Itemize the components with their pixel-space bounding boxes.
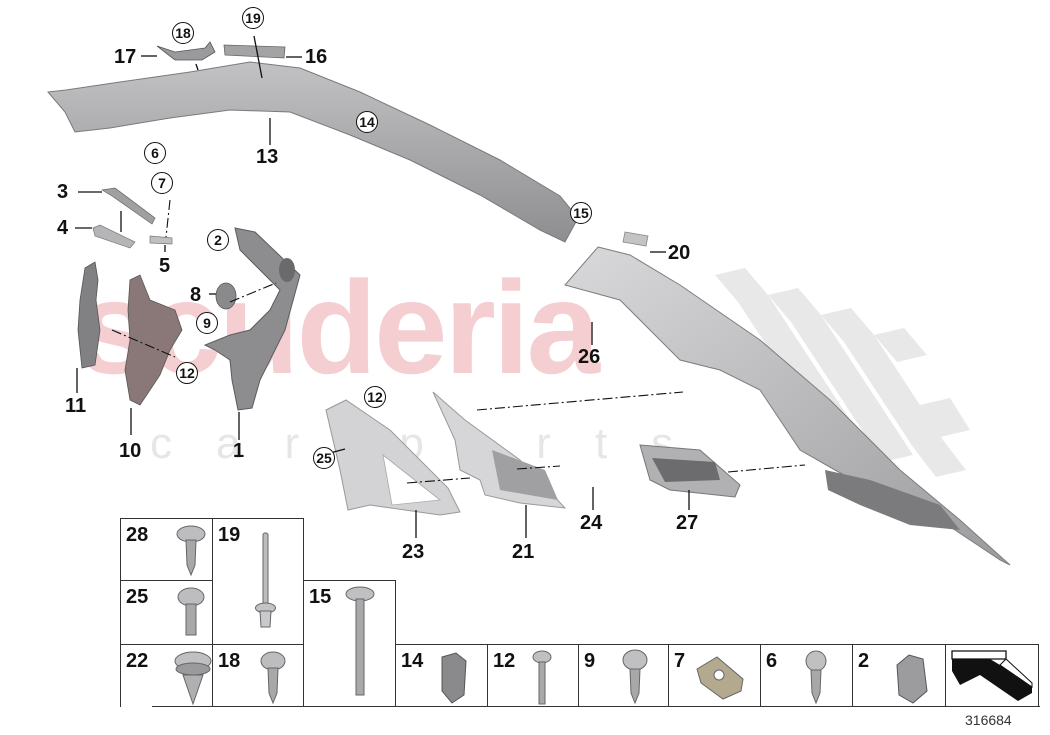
callout-27: 27: [676, 512, 699, 534]
part-5-clip: [149, 235, 173, 245]
long-bolt-icon: [345, 586, 375, 696]
table-cell-28: 28: [120, 518, 213, 581]
cell-label: 28: [126, 524, 149, 546]
circled-callout-14: 14: [356, 111, 378, 133]
circled-callout-19: 19: [242, 7, 264, 29]
blind-rivet-icon: [255, 532, 276, 628]
callout-4: 4: [57, 217, 69, 239]
table-cell-15: 15: [303, 580, 396, 707]
callout-20: 20: [668, 242, 691, 264]
table-cell-9: 9: [578, 644, 669, 707]
clip-icon: [896, 654, 928, 704]
table-cell-19: 19: [212, 518, 304, 645]
cell-label: 6: [766, 650, 778, 672]
part-4-strip: [92, 224, 136, 249]
circled-callout-15: 15: [570, 202, 592, 224]
cell-label: 15: [309, 586, 332, 608]
part-2-speaker-housing: [203, 227, 301, 411]
part-8-cap: [215, 282, 237, 310]
callout-17: 17: [114, 46, 137, 68]
cell-label: 7: [674, 650, 686, 672]
trim-profile-icon: [951, 650, 1033, 701]
callout-23: 23: [402, 541, 425, 563]
screw-icon: [177, 587, 205, 636]
part-11-bracket: [77, 261, 101, 369]
screw-icon: [260, 651, 286, 705]
part-13-roof-trim: [47, 61, 579, 243]
circled-callout-18: 18: [172, 22, 194, 44]
callout-26: 26: [578, 346, 601, 368]
speed-nut-icon: [696, 656, 744, 700]
cell-label: 12: [493, 650, 516, 672]
circled-callout-25: 25: [313, 447, 335, 469]
table-cell-14: 14: [395, 644, 488, 707]
callout-8: 8: [190, 284, 202, 306]
callout-21: 21: [512, 541, 535, 563]
callout-3: 3: [57, 181, 69, 203]
callout-24: 24: [580, 512, 603, 534]
clip-icon: [441, 652, 467, 704]
callout-5: 5: [159, 255, 171, 277]
cell-label: 18: [218, 650, 241, 672]
expanding-rivet-icon: [174, 651, 212, 706]
circled-callout-12-upper: 12: [176, 362, 198, 384]
callout-13: 13: [256, 146, 279, 168]
table-cell-18: 18: [212, 644, 304, 707]
part-21-inset: [492, 450, 558, 500]
table-cell-6: 6: [760, 644, 853, 707]
screw-icon: [805, 650, 827, 705]
cell-label: 25: [126, 586, 149, 608]
screw-icon: [176, 525, 206, 577]
table-cell-trim-profile: [945, 644, 1039, 707]
table-cell-12: 12: [487, 644, 579, 707]
part-3-strip: [100, 187, 156, 225]
screw-icon: [622, 649, 648, 705]
circled-callout-9: 9: [196, 312, 218, 334]
circled-callout-7: 7: [151, 172, 173, 194]
cell-label: 2: [858, 650, 870, 672]
part-17-bracket: [156, 41, 216, 61]
circled-callout-6: 6: [144, 142, 166, 164]
table-cell-22: 22: [120, 644, 213, 707]
circled-callout-12-lower: 12: [364, 386, 386, 408]
cell-label: 19: [218, 524, 241, 546]
cell-label: 22: [126, 650, 149, 672]
part-16-seal: [223, 44, 286, 59]
table-bottom-rule: [152, 706, 1040, 708]
part-20-clip: [622, 231, 649, 247]
bolt-icon: [532, 650, 552, 705]
circled-callout-2: 2: [207, 229, 229, 251]
dash-dot-lines: [111, 199, 806, 484]
part-10-bracket: [124, 274, 183, 406]
table-cell-2: 2: [852, 644, 946, 707]
table-cell-7: 7: [668, 644, 761, 707]
part-23-opening: [382, 454, 442, 506]
callout-11: 11: [65, 395, 87, 417]
callout-10: 10: [119, 440, 142, 462]
table-cell-25: 25: [120, 580, 213, 645]
document-number: 316684: [965, 712, 1012, 728]
cell-label: 9: [584, 650, 596, 672]
part-23-trim: [325, 399, 461, 516]
callout-1: 1: [233, 440, 245, 462]
part-26-lower-section: [825, 470, 960, 530]
cell-label: 14: [401, 650, 424, 672]
callout-16: 16: [305, 46, 328, 68]
